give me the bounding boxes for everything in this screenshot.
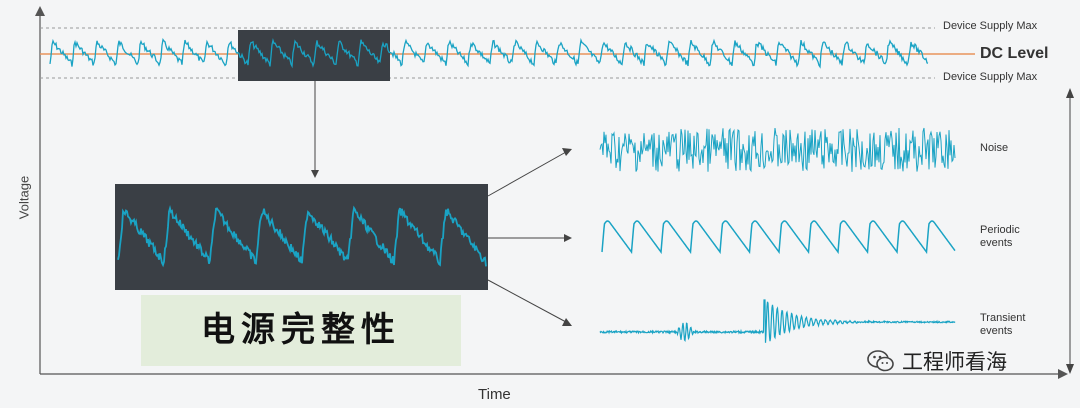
top-wave-trace (49, 37, 929, 69)
x-axis-label: Time (478, 386, 511, 403)
watermark-text: 工程师看海 (902, 350, 1007, 374)
arrow-to-noise (487, 151, 567, 197)
caption-box: 电源完整性 (141, 295, 461, 366)
transient-label-1: Transient (980, 312, 1026, 324)
arrowhead-periodic (564, 234, 572, 242)
zoom-wave-trace (117, 204, 487, 268)
noise-label: Noise (980, 142, 1009, 154)
noise-waveform (599, 127, 956, 173)
arrowhead-noise (562, 148, 572, 156)
dc-level-label: DC Level (980, 45, 1049, 62)
zoomed-waveform (117, 204, 487, 268)
periodic-label-1: Periodic (980, 224, 1020, 236)
periodic-trace (601, 220, 956, 255)
y-axis-label: Voltage (16, 175, 32, 220)
arrowhead-transient (562, 318, 572, 326)
supply-max-bottom-label: Device Supply Max (943, 71, 1038, 83)
watermark: 工程师看海 (866, 346, 1007, 376)
transient-trace (599, 299, 956, 343)
zoomed-box (115, 184, 488, 290)
x-axis-arrow (1058, 369, 1068, 379)
periodic-label-2: events (980, 237, 1013, 249)
wechat-icon (867, 350, 894, 372)
noise-trace (599, 127, 956, 173)
arrow-to-transient (487, 279, 567, 323)
zoom-region (238, 30, 390, 81)
transient-waveform (599, 299, 956, 343)
range-arrow-bottom (1066, 364, 1074, 374)
y-axis-arrow (35, 6, 45, 16)
range-arrow-top (1066, 88, 1074, 98)
transient-label-2: events (980, 325, 1013, 337)
zoom-arrowhead (311, 170, 319, 178)
top-waveform (49, 37, 929, 69)
supply-max-top-label: Device Supply Max (943, 20, 1038, 32)
caption-text: 电源完整性 (201, 310, 401, 350)
periodic-waveform (601, 220, 956, 255)
